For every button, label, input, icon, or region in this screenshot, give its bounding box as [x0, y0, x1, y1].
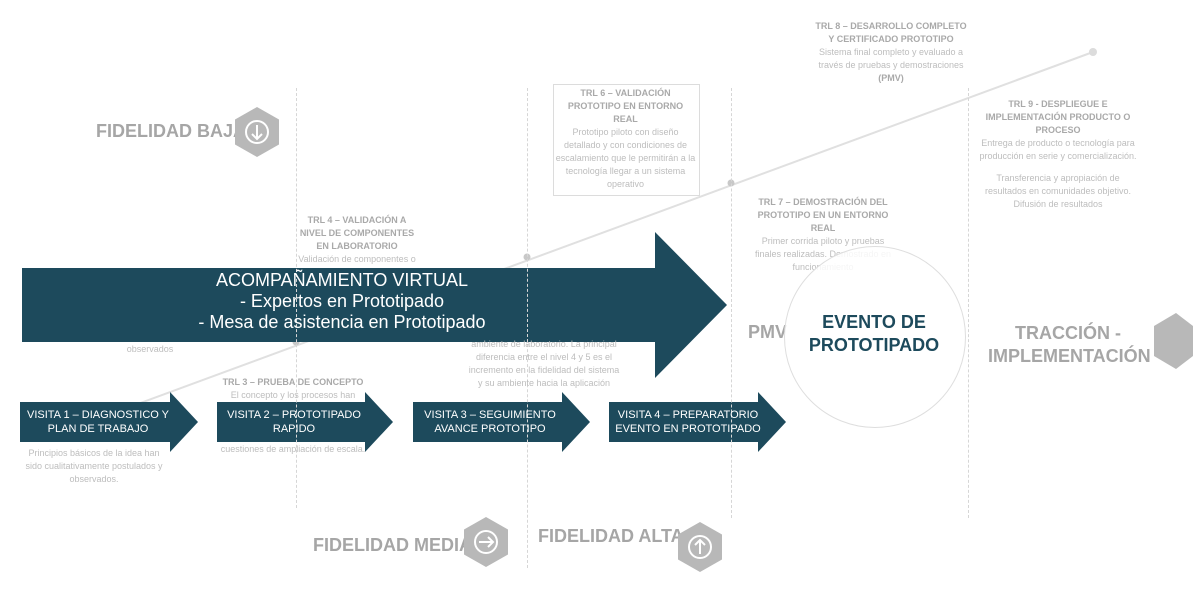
divider-line — [527, 88, 528, 568]
divider-line — [296, 88, 297, 508]
trl3-body-top: El concepto y los procesos han — [230, 390, 356, 400]
fidelity-low-label: FIDELIDAD BAJA — [96, 121, 247, 141]
pmv-label: PMV — [748, 322, 788, 342]
trl1-body: Principios básicos de la idea han sido c… — [25, 448, 163, 484]
divider-line — [968, 88, 969, 518]
trl6-block: TRL 6 – VALIDACIÓN PROTOTIPO EN ENTORNO … — [555, 87, 696, 191]
trl5-body: ambiente de laboratorio. La principal di… — [468, 339, 620, 388]
trl8-title: TRL 8 – DESARROLLO COMPLETO Y CERTIFICAD… — [815, 21, 967, 44]
trl9-body: Entrega de producto o tecnología para pr… — [979, 138, 1137, 161]
hexagon-icon — [1154, 313, 1193, 369]
accompaniment-text: ACOMPAÑAMIENTO VIRTUAL - Expertos en Pro… — [22, 270, 662, 333]
fidelity-medium-label: FIDELIDAD MEDIA — [313, 535, 472, 555]
trl3-body-bottom: cuestiones de ampliación de escala. — [220, 444, 366, 454]
accompaniment-line-3: - Mesa de asistencia en Prototipado — [198, 312, 486, 332]
divider-line — [731, 88, 732, 518]
trl4-fragment: observados — [126, 344, 174, 354]
trl4-body: Validación de componentes o — [298, 254, 416, 264]
event-circle — [784, 246, 966, 428]
visit-3-arrow — [413, 392, 590, 452]
accompaniment-line-2: - Expertos en Prototipado — [239, 291, 445, 311]
trl6-box — [553, 84, 700, 196]
visit-3-label: VISITA 3 – SEGUIMIENTO AVANCE PROTOTIPO — [424, 409, 556, 435]
visit-4-label: VISITA 4 – PREPARATORIO EVENTO EN PROTOT… — [615, 409, 761, 435]
visit-1-label: VISITA 1 – DIAGNOSTICO Y PLAN DE TRABAJO — [26, 409, 170, 435]
trl9-body2: Transferencia y apropiación de resultado… — [984, 173, 1132, 209]
fidelity-high-label: FIDELIDAD ALTA — [538, 526, 684, 546]
arrow-right-icon — [464, 517, 508, 567]
accompaniment-line-1: ACOMPAÑAMIENTO VIRTUAL — [215, 270, 469, 290]
trl9-block: TRL 9 - DESPLIEGUE E IMPLEMENTACIÓN PROD… — [978, 98, 1138, 211]
visit-4-arrow — [609, 392, 786, 452]
trl4-title: TRL 4 – VALIDACIÓN A NIVEL DE COMPONENTE… — [299, 215, 415, 251]
trl4-block: TRL 4 – VALIDACIÓN A NIVEL DE COMPONENTE… — [298, 214, 416, 266]
trl9-title: TRL 9 - DESPLIEGUE E IMPLEMENTACIÓN PROD… — [985, 99, 1131, 135]
trl7-title: TRL 7 – DEMOSTRACIÓN DEL PROTOTIPO EN UN… — [757, 197, 889, 233]
trl1-block: Principios básicos de la idea han sido c… — [20, 447, 168, 486]
visit-2-label: VISITA 2 – PROTOTIPADO RAPIDO — [227, 409, 361, 435]
trl8-body: Sistema final completo y evaluado a trav… — [818, 47, 964, 70]
traction-label: TRACCIÓN - IMPLEMENTACIÓN — [988, 323, 1151, 366]
visit-1-arrow — [20, 392, 198, 452]
accompaniment-arrow — [22, 232, 727, 378]
trl6-title: TRL 6 – VALIDACIÓN PROTOTIPO EN ENTORNO … — [567, 88, 684, 124]
trl-progress-line — [39, 51, 1094, 441]
trl3-block: TRL 3 – PRUEBA DE CONCEPTO El concepto y… — [210, 376, 376, 402]
arrow-down-icon — [235, 107, 279, 157]
trl8-block: TRL 8 – DESARROLLO COMPLETO Y CERTIFICAD… — [812, 20, 970, 85]
event-title: EVENTO DE PROTOTIPADO — [808, 312, 940, 355]
trl6-body: Prototipo piloto con diseño detallado y … — [555, 127, 696, 189]
visit-2-arrow — [217, 392, 393, 452]
trl-node — [1089, 48, 1097, 56]
trl8-pmv: (PMV) — [878, 73, 904, 83]
arrow-up-icon — [678, 522, 722, 572]
trl3-title: TRL 3 – PRUEBA DE CONCEPTO — [222, 377, 364, 387]
